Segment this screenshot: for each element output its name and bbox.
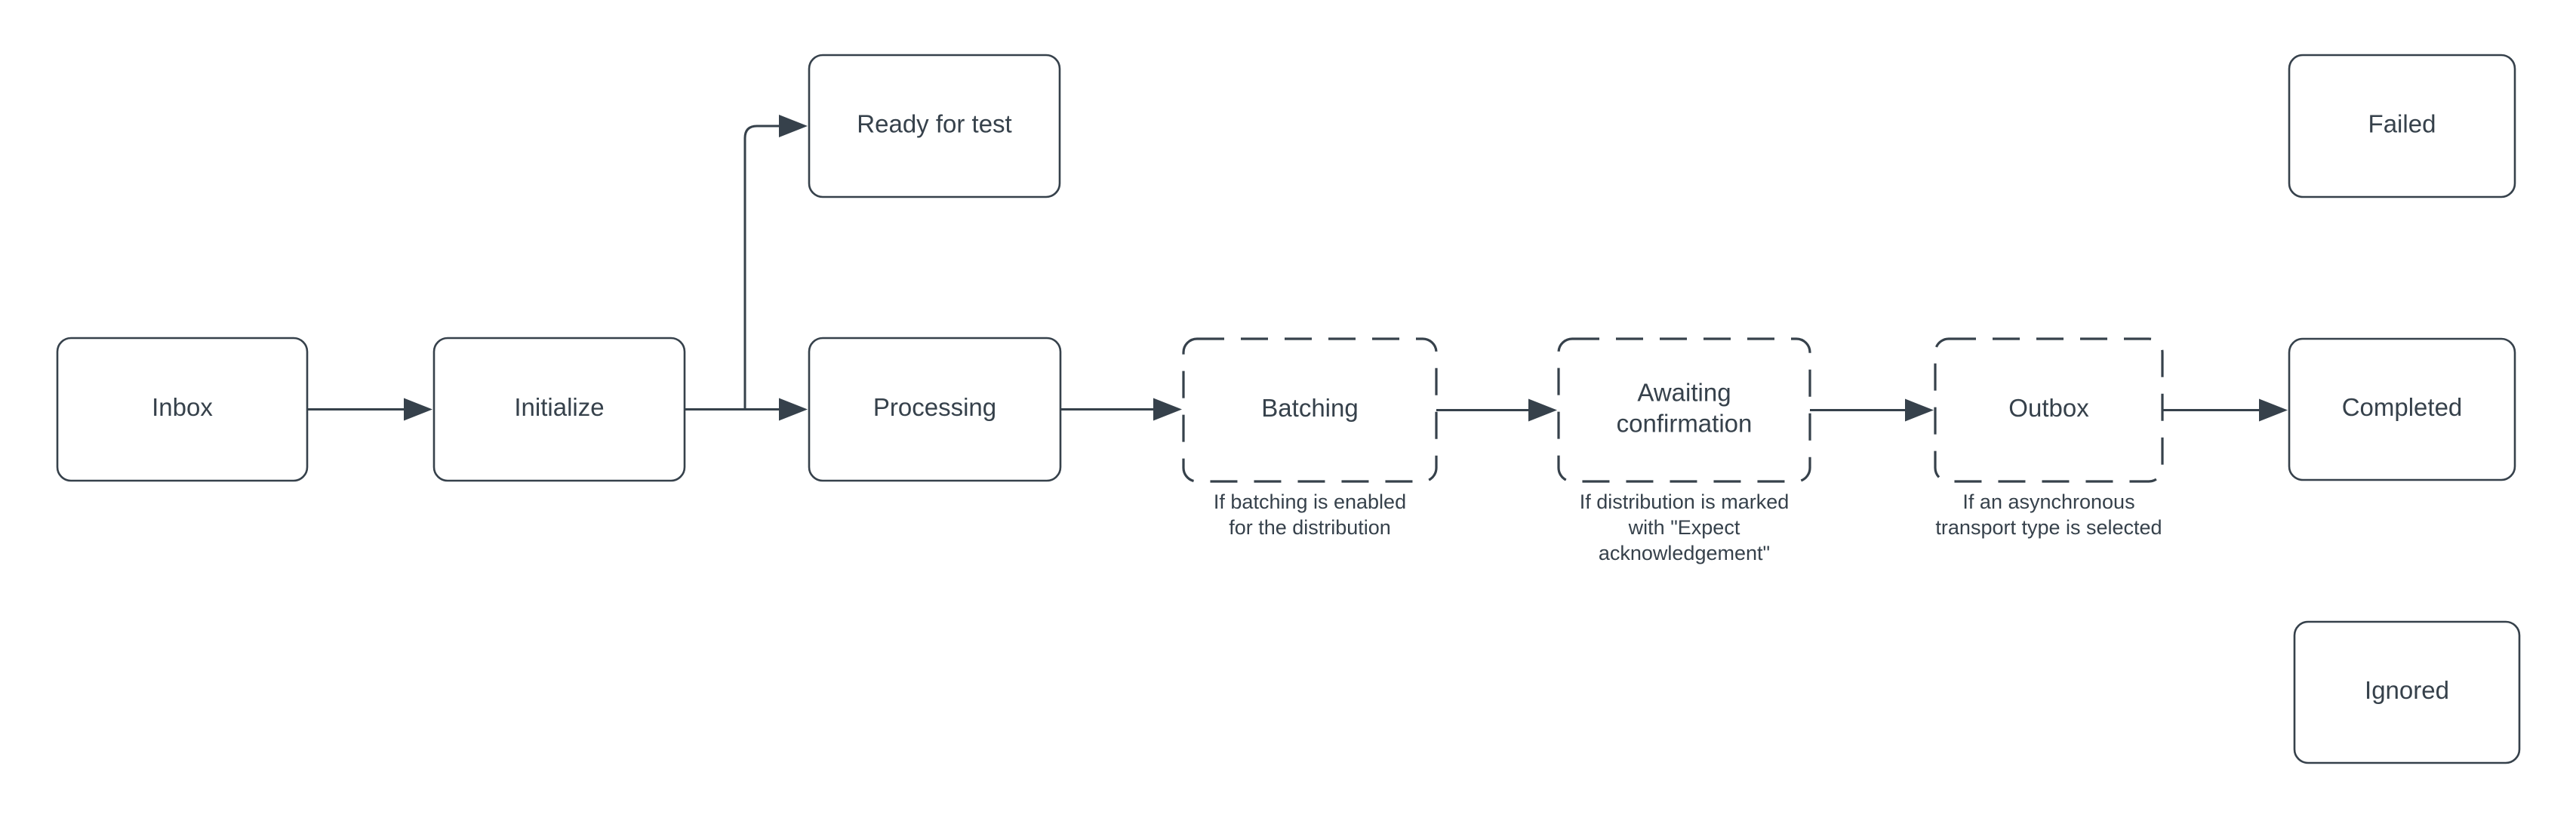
node-processing[interactable]: Processing xyxy=(808,337,1062,482)
node-box-awaiting-confirmation[interactable] xyxy=(1557,337,1811,483)
node-caption-batching: If batching is enabled xyxy=(1214,490,1406,513)
node-label-inbox: Inbox xyxy=(152,393,213,421)
node-box-initialize[interactable] xyxy=(432,337,686,482)
node-box-failed[interactable] xyxy=(2288,54,2516,198)
edge-layer xyxy=(307,115,2288,422)
edge-initialize-to-processing xyxy=(685,398,808,421)
node-label-processing: Processing xyxy=(873,393,996,421)
node-box-outbox[interactable] xyxy=(1934,337,2164,483)
node-box-ignored[interactable] xyxy=(2293,620,2521,764)
node-label-ignored: Ignored xyxy=(2365,676,2449,704)
node-label-awaiting-confirmation: confirmation xyxy=(1617,410,1753,438)
edge-arrowhead-batching-to-awaiting-confirmation xyxy=(1528,398,1557,422)
node-box-batching[interactable] xyxy=(1182,337,1438,483)
node-failed[interactable]: Failed xyxy=(2288,54,2516,198)
node-batching[interactable]: Batching If batching is enabled for the di… xyxy=(1182,337,1438,539)
node-awaiting-confirmation[interactable]: Awaiting confirmation If distribution is m… xyxy=(1557,337,1811,564)
node-ready-for-test[interactable]: Ready for test xyxy=(808,54,1061,198)
node-completed[interactable]: Completed xyxy=(2288,337,2516,481)
node-label-awaiting-confirmation: Awaiting xyxy=(1637,379,1731,407)
edge-initialize-to-ready-for-test xyxy=(743,115,808,410)
node-label-completed: Completed xyxy=(2342,393,2463,421)
node-ignored[interactable]: Ignored xyxy=(2293,620,2521,764)
node-caption-batching: for the distribution xyxy=(1229,516,1391,539)
node-caption-outbox: If an asynchronous xyxy=(1962,490,2134,513)
edge-arrowhead-outbox-to-completed xyxy=(2259,398,2288,422)
node-label-failed: Failed xyxy=(2368,110,2436,138)
node-box-ready-for-test[interactable] xyxy=(808,54,1061,198)
edge-arrowhead-initialize-to-ready-for-test xyxy=(779,115,808,137)
edge-outbox-to-completed xyxy=(2162,398,2288,422)
node-inbox[interactable]: Inbox xyxy=(56,337,309,482)
node-label-batching: Batching xyxy=(1261,394,1358,422)
node-box-inbox[interactable] xyxy=(56,337,309,482)
edge-processing-to-batching xyxy=(1060,398,1182,421)
node-caption-awaiting-confirmation: If distribution is marked xyxy=(1580,490,1790,513)
node-label-initialize: Initialize xyxy=(514,393,604,421)
edge-path-initialize-to-ready-for-test xyxy=(743,125,779,410)
node-outbox[interactable]: Outbox If an asynchronous transport type i… xyxy=(1934,337,2164,539)
node-caption-awaiting-confirmation: with "Expect xyxy=(1628,516,1740,539)
node-box-completed[interactable] xyxy=(2288,337,2516,481)
edge-arrowhead-awaiting-confirmation-to-outbox xyxy=(1905,398,1934,422)
edge-inbox-to-initialize xyxy=(307,398,432,421)
edge-arrowhead-initialize-to-processing xyxy=(779,398,808,421)
node-box-processing[interactable] xyxy=(808,337,1062,482)
node-caption-outbox: transport type is selected xyxy=(1935,516,2162,539)
edge-arrowhead-processing-to-batching xyxy=(1153,398,1182,421)
node-label-ready-for-test: Ready for test xyxy=(857,110,1011,138)
edge-arrowhead-inbox-to-initialize xyxy=(404,398,432,421)
edge-awaiting-confirmation-to-outbox xyxy=(1810,398,1934,422)
edge-batching-to-awaiting-confirmation xyxy=(1436,398,1557,422)
node-label-outbox: Outbox xyxy=(2008,394,2089,422)
node-initialize[interactable]: Initialize xyxy=(432,337,686,482)
node-caption-awaiting-confirmation: acknowledgement" xyxy=(1599,542,1770,564)
